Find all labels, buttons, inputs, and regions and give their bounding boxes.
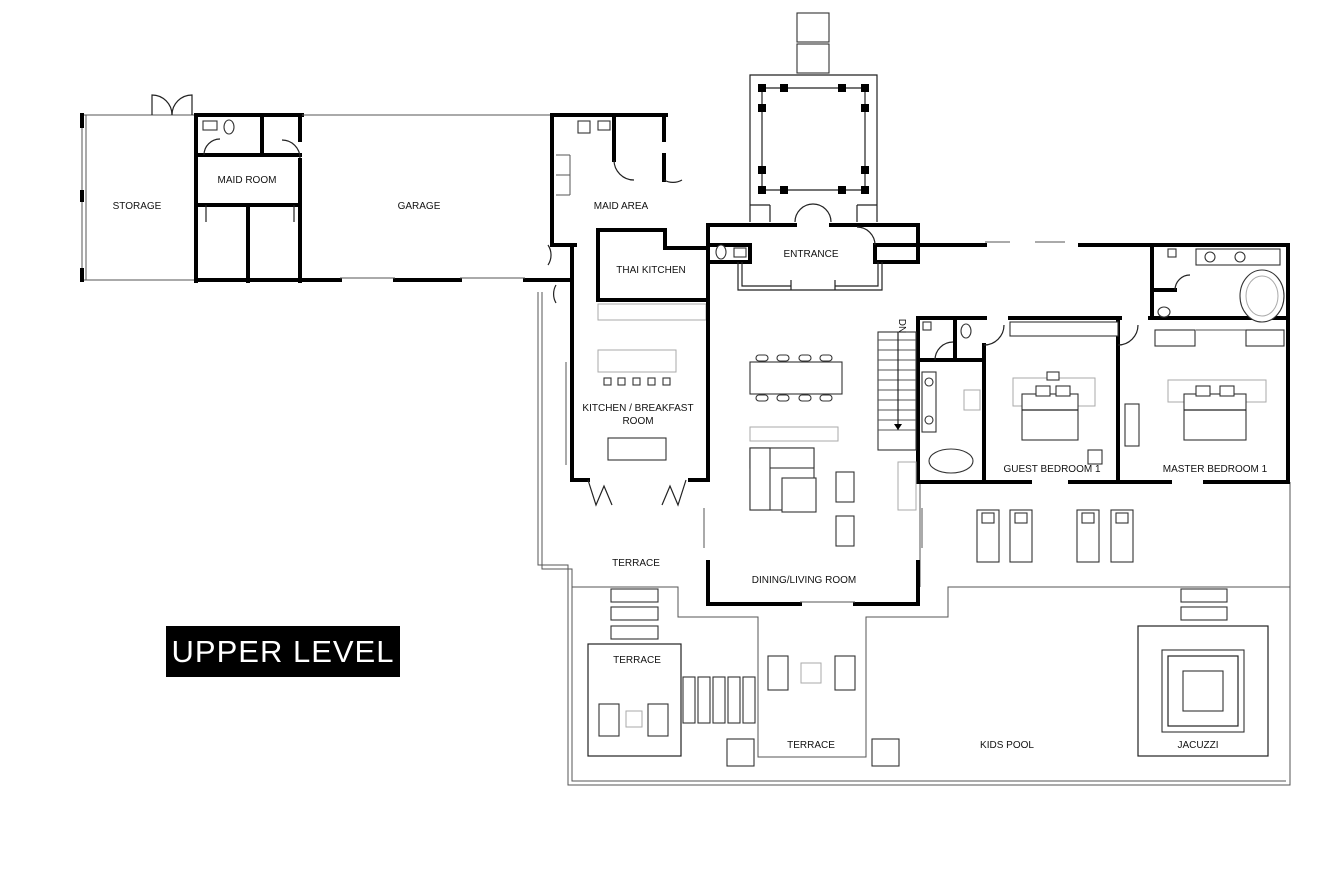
label-jacuzzi: JACUZZI [1177,740,1218,751]
label-terrace-lower-left: TERRACE [613,655,661,666]
label-storage: STORAGE [113,201,162,212]
storage-room [80,94,194,282]
lower-terrace-left [587,588,756,767]
label-kitchen-room: ROOM [622,416,653,427]
label-dining-living: DINING/LIVING ROOM [752,575,856,586]
label-terrace-main: TERRACE [612,558,660,569]
label-guest-bedroom: GUEST BEDROOM 1 [1003,464,1100,475]
dining-living-furniture [703,354,923,606]
bedroom-wing [916,241,1290,484]
stair-label: DN [896,319,907,333]
label-maid-room: MAID ROOM [218,175,277,186]
sun-loungers [976,509,1134,563]
label-thai-kitchen: THAI KITCHEN [616,265,685,276]
kitchen-furniture [565,349,710,507]
label-kids-pool: KIDS POOL [980,740,1034,751]
room-labels: STORAGE MAID ROOM GARAGE MAID AREA THAI … [113,175,1268,751]
lower-terrace-middle [767,655,900,767]
label-entrance: ENTRANCE [783,249,838,260]
label-maid-area: MAID AREA [594,201,649,212]
staircase: DN [877,319,917,451]
label-terrace-lower-mid: TERRACE [787,740,835,751]
label-master-bedroom: MASTER BEDROOM 1 [1163,464,1268,475]
maid-room-garage-block [194,113,572,283]
deck-outline [537,292,1291,786]
jacuzzi-area [1137,588,1269,757]
label-kitchen-breakfast: KITCHEN / BREAKFAST [582,403,693,414]
guest-bedroom-furniture [1012,371,1103,465]
master-bedroom-furniture [1124,379,1267,447]
level-title: UPPER LEVEL [166,626,400,677]
label-garage: GARAGE [398,201,441,212]
maid-area-block [547,113,710,482]
